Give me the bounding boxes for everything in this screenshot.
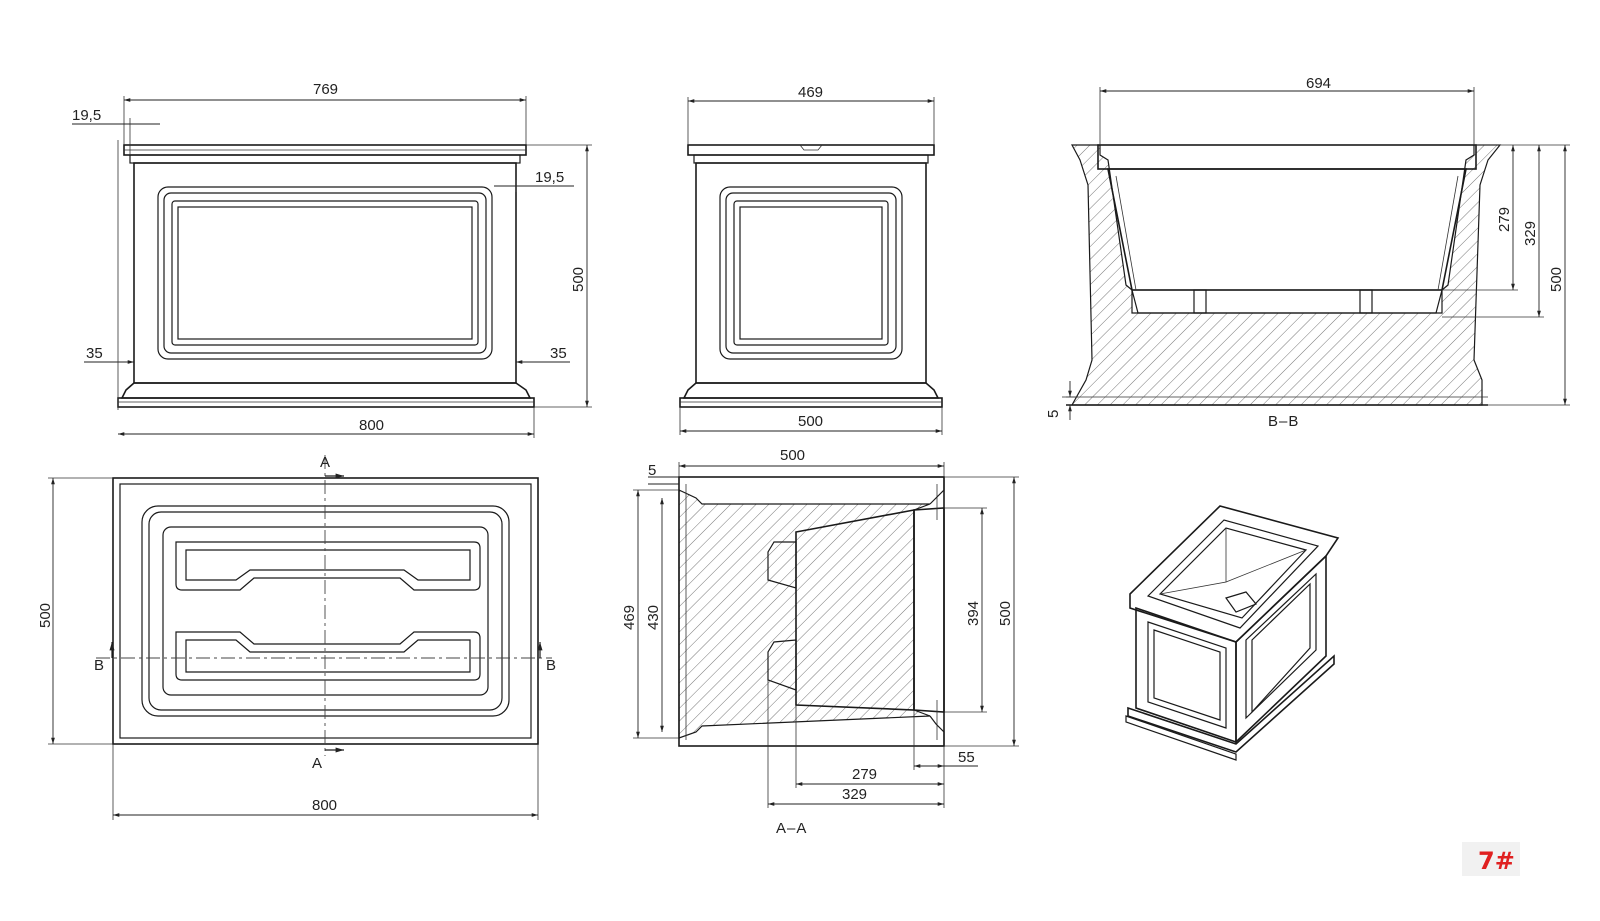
plan-cut-a-top: A <box>320 454 330 471</box>
aa-dim-rim: 55 <box>958 749 975 766</box>
bb-section-label: B–B <box>1268 413 1299 430</box>
side-dim-base-width: 500 <box>798 413 823 430</box>
front-dim-top-width: 769 <box>313 81 338 98</box>
drawing-number: 7# <box>1478 847 1515 875</box>
aa-dim-height: 500 <box>997 601 1014 626</box>
aa-section-label: A–A <box>776 820 807 837</box>
aa-dim-cavity-height: 394 <box>965 601 982 626</box>
plan-dim-width: 800 <box>312 797 337 814</box>
side-view: 469 500 <box>679 84 943 435</box>
aa-dim-length: 329 <box>842 786 867 803</box>
aa-dim-inner-length: 279 <box>852 766 877 783</box>
section-aa: 500 5 469 430 394 500 55 279 329 A–A <box>621 447 1019 837</box>
isometric-view <box>1125 505 1340 761</box>
bb-dim-top-width: 694 <box>1306 75 1331 92</box>
plan-cut-b-right: B <box>546 657 556 674</box>
front-dim-base-width: 800 <box>359 417 384 434</box>
plan-cut-a-bottom: A <box>312 755 322 772</box>
aa-dim-inner-depth: 430 <box>645 605 662 630</box>
front-dim-base-right: 35 <box>550 345 567 362</box>
aa-dim-width: 500 <box>780 447 805 464</box>
side-dim-top-width: 469 <box>798 84 823 101</box>
front-view: 769 19,5 19,5 500 35 35 800 <box>72 81 592 438</box>
section-bb: 694 279 329 500 5 B–B <box>1045 75 1570 430</box>
bb-dim-inner-depth: 279 <box>1496 207 1513 232</box>
aa-dim-wall: 5 <box>648 462 656 479</box>
bb-dim-depth: 329 <box>1522 221 1539 246</box>
front-dim-lip-inner: 19,5 <box>535 169 564 186</box>
plan-dim-depth: 500 <box>37 603 54 628</box>
front-dim-lip: 19,5 <box>72 107 101 124</box>
plan-cut-b-left: B <box>94 657 104 674</box>
front-dim-height: 500 <box>570 267 587 292</box>
drawing-number-badge: 7# <box>1462 842 1520 876</box>
front-dim-base-left: 35 <box>86 345 103 362</box>
aa-dim-outer-depth: 469 <box>621 605 638 630</box>
bb-dim-height: 500 <box>1548 267 1565 292</box>
plan-view: A A B B 500 800 <box>37 454 556 820</box>
bb-dim-base-gap: 5 <box>1045 410 1062 418</box>
